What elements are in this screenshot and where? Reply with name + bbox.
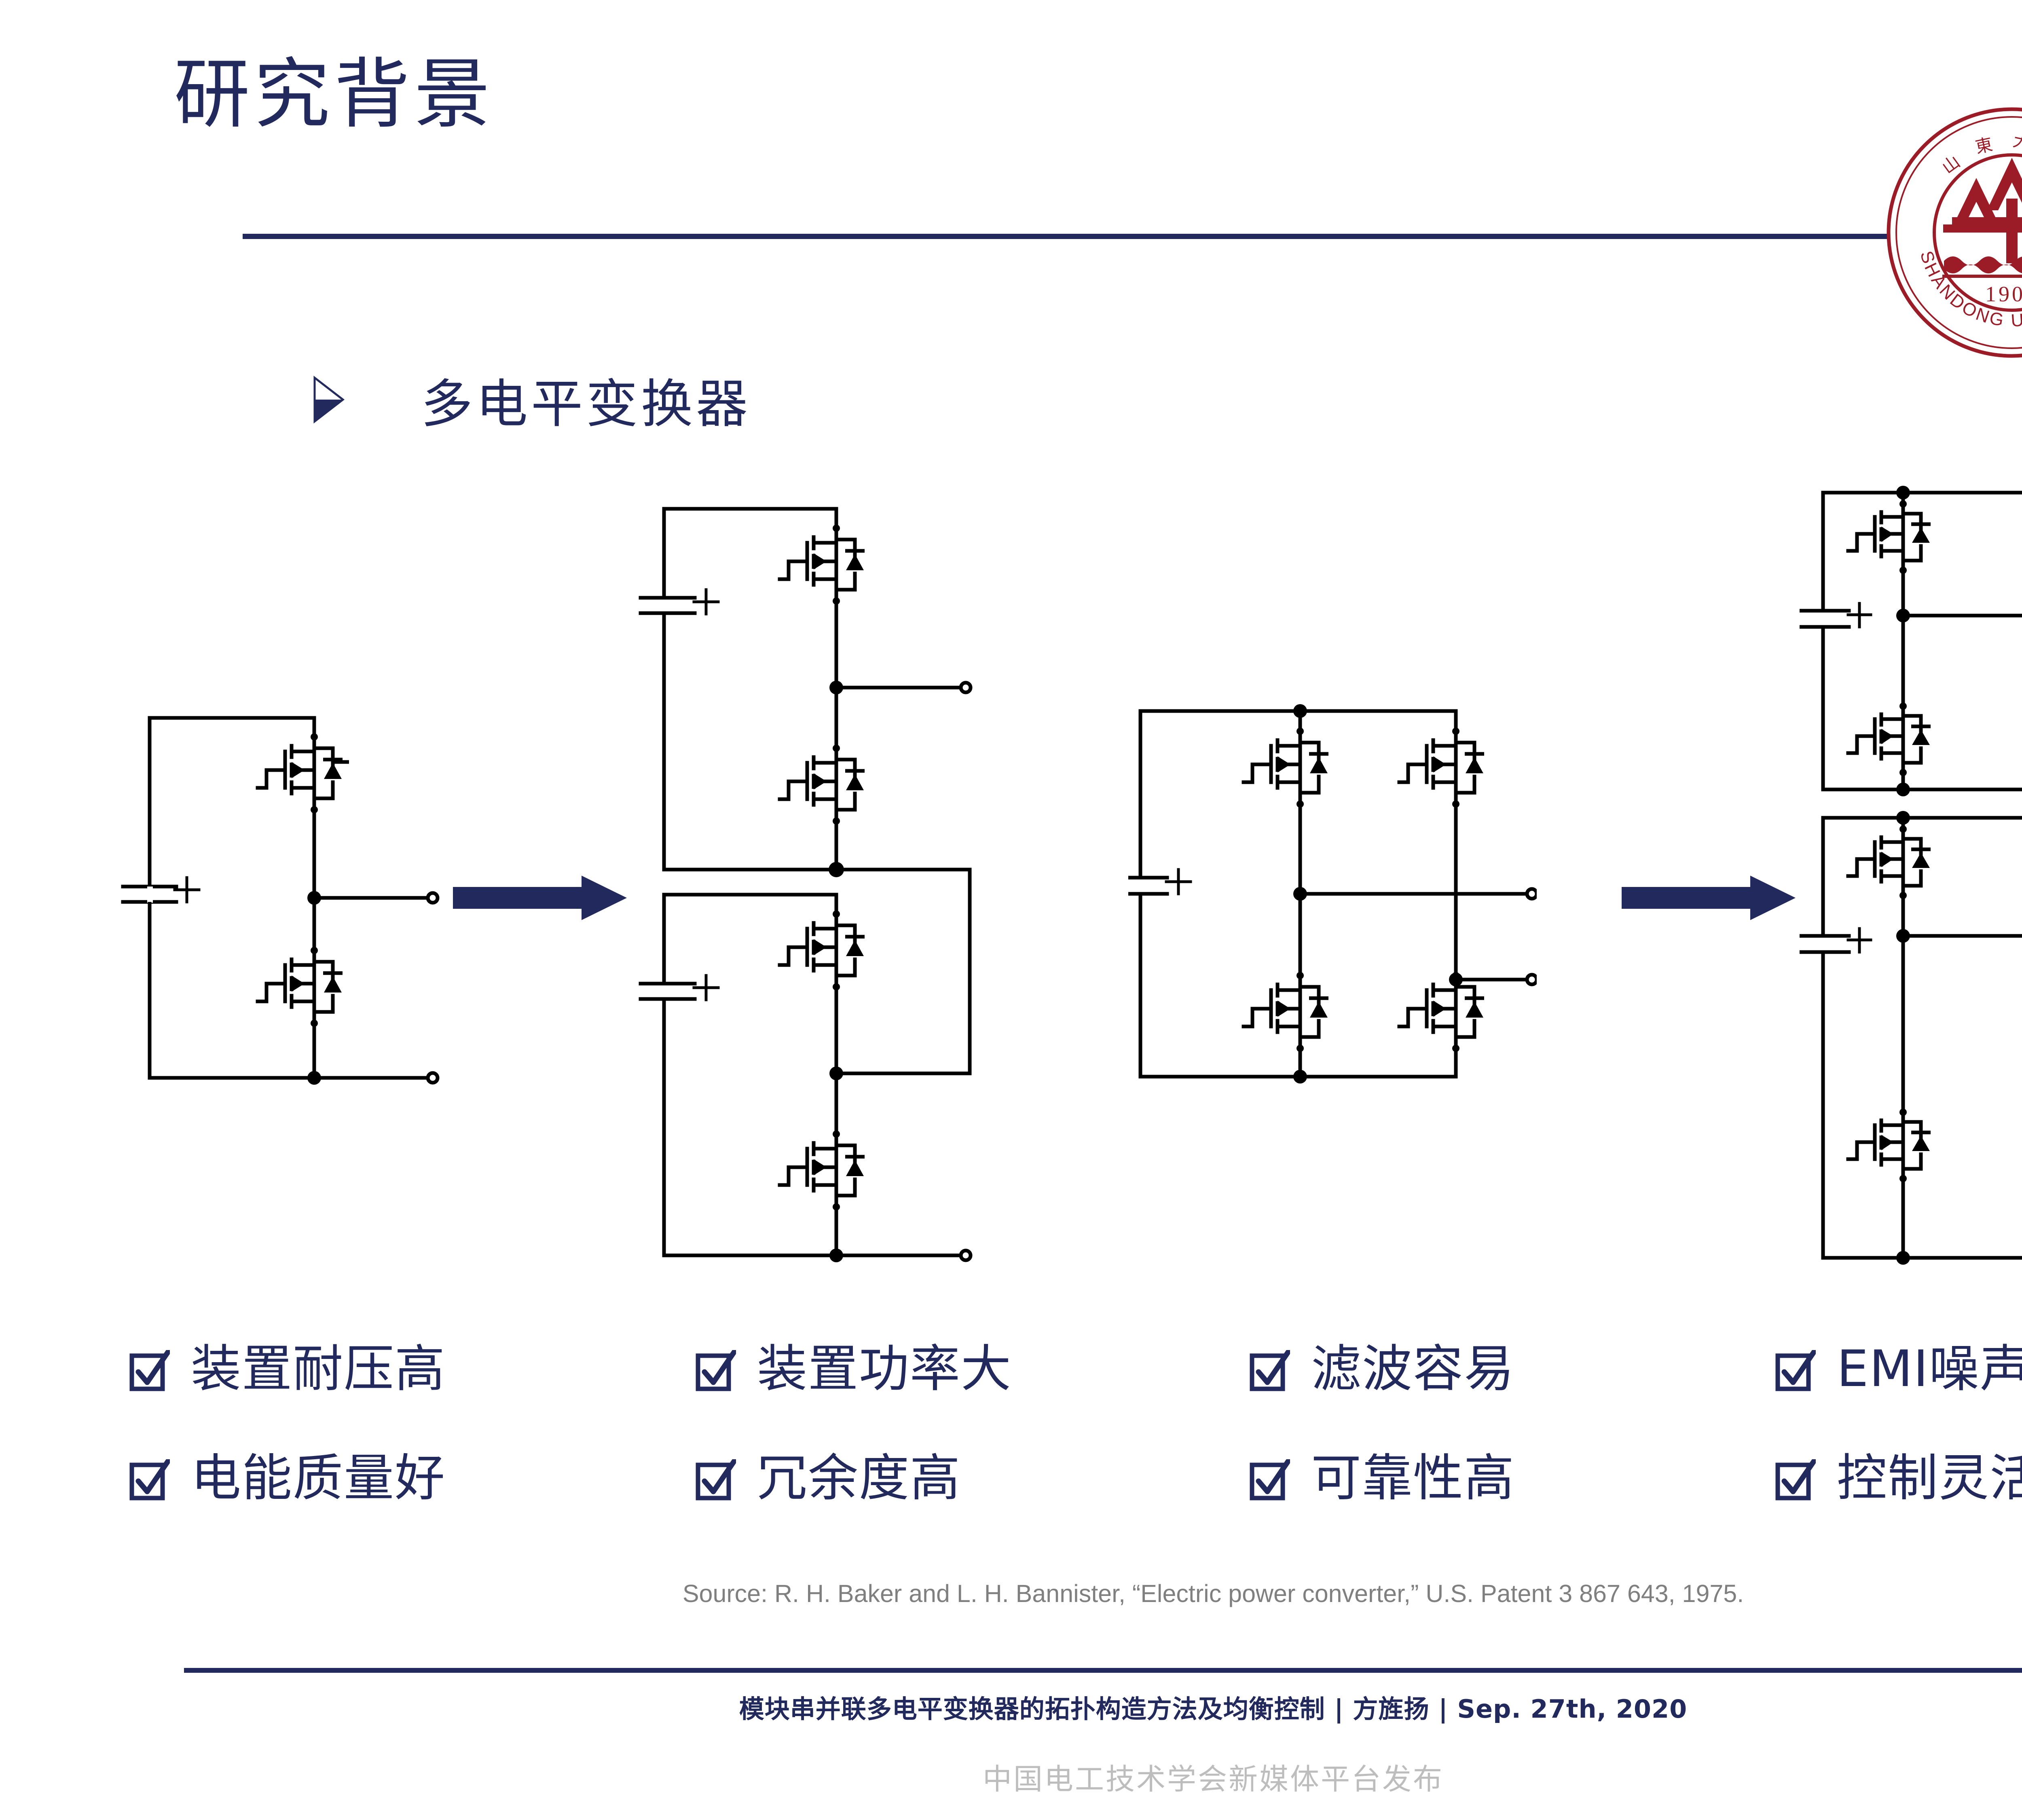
transform-arrow-1-icon [453, 876, 627, 920]
footer-text: 模块串并联多电平变换器的拓扑构造方法及均衡控制 | 方旌扬 | Sep. 27t… [739, 1694, 1688, 1724]
shandong-university-logo: 1901 SHANDONG UNIVERSITY 山東大學 [1887, 107, 2022, 358]
checkbox-checked-icon [129, 1459, 170, 1500]
checkbox-checked-icon [129, 1350, 170, 1391]
checkbox-checked-icon [1250, 1459, 1290, 1500]
checkbox-checked-icon [1775, 1350, 1816, 1391]
feature-label: EMI噪声小 [1837, 1340, 2022, 1398]
feature-item-7: 控制灵活 [1775, 1452, 2022, 1505]
arrow-bullet-icon [313, 375, 345, 423]
page-title: 研究背景 [174, 50, 494, 139]
feature-item-2: 滤波容易 [1250, 1343, 1775, 1395]
half-bridge-circuit [121, 716, 440, 1085]
source-citation: Source: R. H. Baker and L. H. Bannister,… [682, 1580, 1744, 1607]
feature-checklist: 装置耐压高 装置功率大 滤波容易 EMI噪声小 [129, 1343, 2022, 1561]
checkbox-checked-icon [1775, 1459, 1816, 1500]
footer-rule [184, 1668, 2022, 1673]
cascaded-full-bridge-circuit [1800, 486, 2022, 1265]
checkbox-checked-icon [696, 1459, 736, 1500]
checkbox-checked-icon [1250, 1350, 1290, 1391]
feature-label: 装置耐压高 [191, 1340, 446, 1398]
feature-label: 装置功率大 [757, 1340, 1012, 1398]
feature-label: 控制灵活 [1837, 1449, 2022, 1507]
feature-label: 可靠性高 [1311, 1449, 1515, 1507]
full-bridge-circuit [1128, 704, 1537, 1084]
feature-item-1: 装置功率大 [696, 1343, 1250, 1395]
feature-item-4: 电能质量好 [129, 1452, 696, 1505]
feature-item-3: EMI噪声小 [1775, 1343, 2022, 1395]
feature-label: 滤波容易 [1311, 1340, 1515, 1398]
feature-item-5: 冗余度高 [696, 1452, 1250, 1505]
feature-item-0: 装置耐压高 [129, 1343, 696, 1395]
svg-text:1901: 1901 [1985, 282, 2022, 306]
bullet-heading-label: 多电平变换器 [421, 374, 751, 434]
watermark-text: 中国电工技术学会新媒体平台发布 [982, 1762, 1444, 1796]
checkbox-checked-icon [696, 1350, 736, 1391]
feature-label: 电能质量好 [191, 1449, 446, 1507]
feature-item-6: 可靠性高 [1250, 1452, 1775, 1505]
transform-arrow-2-icon [1622, 876, 1796, 920]
feature-label: 冗余度高 [757, 1449, 961, 1507]
title-rule-left [243, 234, 1889, 239]
bullet-heading-row: 多电平变换器 [311, 362, 751, 437]
cascaded-half-bridge-circuit [639, 507, 973, 1262]
